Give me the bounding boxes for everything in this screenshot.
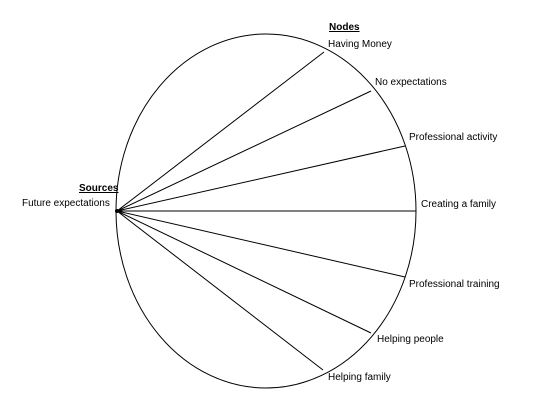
spokes [116,51,416,371]
node-label-helping-people: Helping people [377,334,444,345]
node-label-helping-family: Helping family [328,372,391,383]
spoke-professional-activity [116,145,406,212]
node-label-professional-activity: Professional activity [409,132,498,143]
node-label-professional-training: Professional training [409,279,500,290]
node-label-no-expectations: No expectations [375,77,447,88]
spoke-helping-people [116,210,372,334]
spoke-helping-family [116,210,324,371]
sources-heading: Sources [79,183,119,194]
node-label-having-money: Having Money [328,39,392,50]
spoke-professional-training [116,210,406,278]
source-point [115,209,119,213]
spoke-having-money [116,51,325,212]
source-label: Future expectations [22,198,110,209]
nodes-heading: Nodes [329,22,360,33]
spoke-no-expectations [116,90,372,212]
node-label-creating-a-family: Creating a family [421,199,497,210]
